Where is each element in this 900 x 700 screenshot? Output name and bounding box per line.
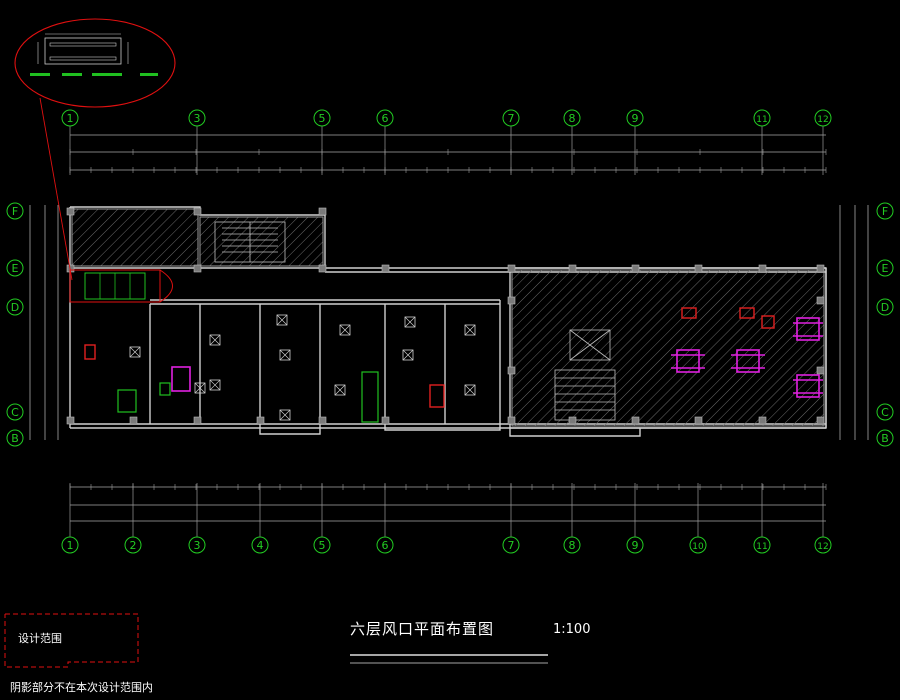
bottom-dimension-lines [70,486,826,522]
grid-bubble-right-E: E [876,259,894,277]
grid-bubble-bottom-11: 11 [753,536,771,554]
svg-text:11: 11 [756,542,767,552]
grid-bubble-bottom-7: 7 [502,536,520,554]
svg-text:12: 12 [817,115,828,125]
svg-text:E: E [882,262,889,275]
drawing-title: 六层风口平面布置图 [350,620,495,638]
hatch-note: 阴影部分不在本次设计范围内 [10,681,153,694]
grid-bubble-bottom-9: 9 [626,536,644,554]
svg-text:1: 1 [67,539,74,552]
svg-text:D: D [881,301,889,314]
svg-text:7: 7 [508,112,515,125]
svg-text:B: B [11,432,19,445]
right-dimension-lines [839,205,869,440]
svg-text:3: 3 [194,539,201,552]
grid-bubble-top-6: 6 [376,109,394,127]
grid-bubble-top-5: 5 [313,109,331,127]
grid-bubble-top-9: 9 [626,109,644,127]
grid-bubble-bottom-6: 6 [376,536,394,554]
office-desks [171,317,823,398]
svg-text:8: 8 [569,539,576,552]
grid-bubble-left-E: E [6,259,24,277]
red-fixtures [84,307,775,408]
svg-text:5: 5 [319,112,326,125]
stair-left [214,221,286,263]
grid-bubble-bottom-1: 1 [61,536,79,554]
svg-text:4: 4 [257,539,264,552]
title-underline [350,654,548,664]
svg-text:3: 3 [194,112,201,125]
svg-text:C: C [11,406,19,419]
svg-text:5: 5 [319,539,326,552]
svg-text:E: E [12,262,19,275]
grid-bubble-top-1: 1 [61,109,79,127]
design-scope-legend [4,613,139,668]
drawing-scale: 1:100 [553,622,591,637]
svg-text:11: 11 [756,115,767,125]
svg-text:9: 9 [632,112,639,125]
grid-bubble-right-C: C [876,403,894,421]
bottom-dimension-ticks [69,483,827,537]
svg-text:10: 10 [692,542,704,552]
grid-bubble-top-11: 11 [753,109,771,127]
grid-bubble-bottom-2: 2 [124,536,142,554]
grid-bubbles-right: F E D CB [876,202,894,447]
grid-bubble-bottom-4: 4 [251,536,269,554]
structural-columns [66,207,825,425]
green-fixtures [117,371,379,423]
grid-bubble-right-F: F [876,202,894,220]
svg-text:6: 6 [382,112,389,125]
grid-bubble-top-7: 7 [502,109,520,127]
air-outlets [129,314,476,421]
svg-text:7: 7 [508,539,515,552]
grid-bubble-left-C: C [6,403,24,421]
svg-text:C: C [881,406,889,419]
svg-text:1: 1 [67,112,74,125]
grid-bubbles-left: F E D CB [6,202,24,447]
svg-text:F: F [882,205,888,218]
design-scope-label: 设计范围 [18,632,62,645]
grid-bubble-top-8: 8 [563,109,581,127]
grid-bubble-right-B: B [876,429,894,447]
grid-bubble-bottom-8: 8 [563,536,581,554]
grid-bubble-left-D: D [6,298,24,316]
grid-bubble-bottom-10: 10 [689,536,707,554]
svg-text:6: 6 [382,539,389,552]
grid-bubble-top-3: 3 [188,109,206,127]
grid-bubble-bottom-3: 3 [188,536,206,554]
svg-text:9: 9 [632,539,639,552]
grid-bubble-left-B: B [6,429,24,447]
grid-bubble-bottom-5: 5 [313,536,331,554]
svg-text:2: 2 [130,539,137,552]
grid-bubble-right-D: D [876,298,894,316]
grid-bubble-bottom-12: 12 [814,536,832,554]
svg-text:8: 8 [569,112,576,125]
grid-bubble-left-F: F [6,202,24,220]
svg-text:F: F [12,205,18,218]
svg-text:B: B [881,432,889,445]
top-dimension-ticks [69,126,827,175]
hatched-areas [71,208,825,427]
grid-bubble-top-12: 12 [814,109,832,127]
svg-text:D: D [11,301,19,314]
design-scope-room [69,269,173,303]
grid-bubbles-top: 1 3 5 6 7 8 9 11 12 [61,109,832,127]
left-dimension-lines [29,205,59,440]
svg-text:12: 12 [817,542,828,552]
stair-right [554,329,616,421]
callout-detail [14,18,176,281]
